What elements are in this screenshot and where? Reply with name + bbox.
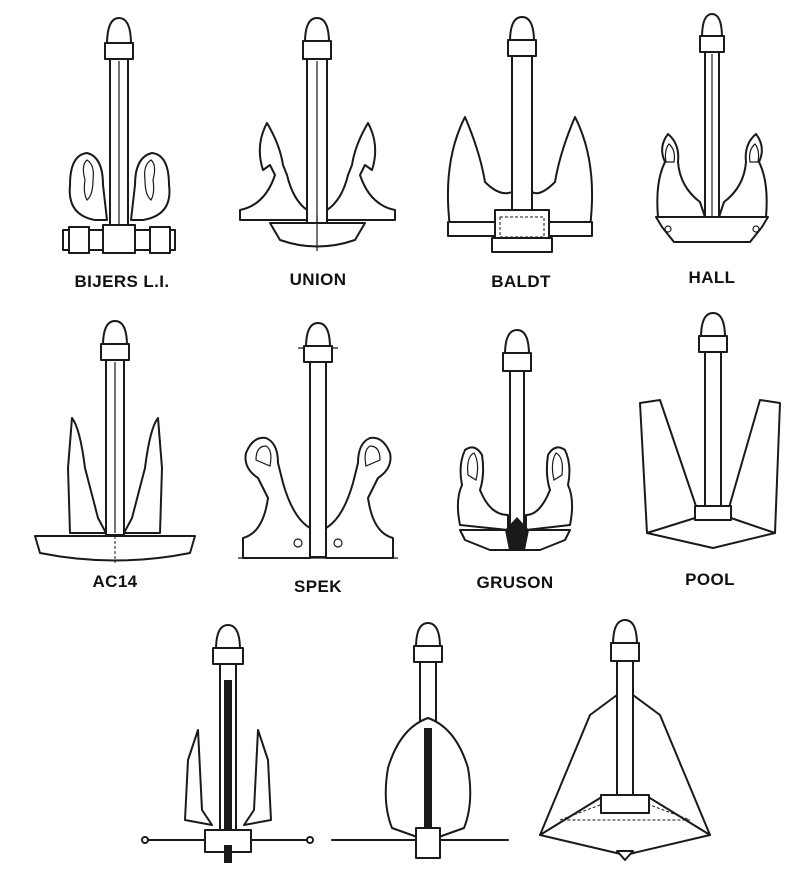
stock-spade-fluke-drawing [331, 622, 509, 859]
anchor-spek [238, 318, 398, 568]
label-bijers: BIJERS L.I. [74, 272, 170, 291]
ac14-drawing [34, 320, 196, 563]
anchor-pool [635, 308, 785, 553]
hall-drawing [655, 13, 769, 243]
label-pool: POOL [685, 570, 735, 589]
label-baldt: BALDT [491, 272, 551, 291]
anchor-ac14 [30, 318, 200, 568]
bijers-drawing [62, 17, 176, 254]
label-spek: SPEK [294, 577, 342, 596]
anchor-union [235, 15, 400, 255]
label-ac14: AC14 [92, 572, 138, 591]
anchor-hall [650, 12, 775, 252]
gruson-drawing [456, 329, 574, 551]
baldt-drawing [446, 16, 594, 253]
anchor-baldt [440, 12, 600, 262]
stock-flat-flukes-drawing [141, 624, 314, 863]
union-drawing [239, 17, 396, 251]
pool-drawing [639, 312, 781, 549]
anchor-stock-spade-fluke [330, 618, 510, 868]
label-union: UNION [289, 270, 347, 289]
label-hall: HALL [688, 268, 736, 287]
anchor-delta-plate [535, 615, 715, 865]
spek-drawing [238, 322, 398, 559]
delta-plate-drawing [539, 619, 711, 861]
anchor-bijers [55, 15, 185, 255]
label-gruson: GRUSON [476, 573, 554, 592]
anchor-gruson [450, 325, 580, 560]
anchor-stock-flat-flukes [140, 620, 315, 865]
